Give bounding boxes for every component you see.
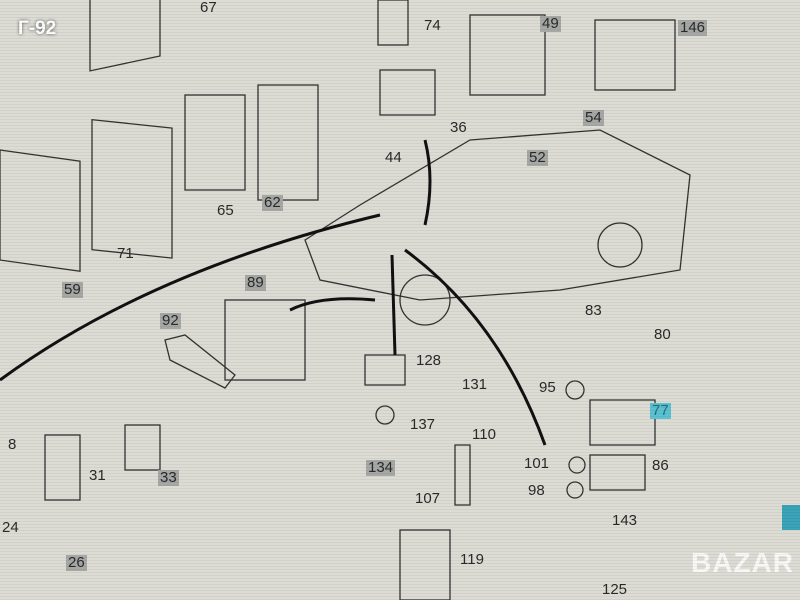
teal-marker: [782, 505, 800, 530]
callout-33[interactable]: 33: [158, 469, 179, 486]
watermark: BAZAR: [691, 547, 794, 578]
callout-128[interactable]: 128: [416, 352, 442, 369]
callout-137[interactable]: 137: [410, 416, 436, 433]
callout-77[interactable]: 77: [650, 402, 671, 419]
callout-52[interactable]: 52: [527, 149, 548, 166]
callout-98[interactable]: 98: [528, 482, 545, 499]
leader-lines: [0, 139, 547, 446]
callout-44[interactable]: 44: [385, 149, 402, 166]
callout-59[interactable]: 59: [62, 281, 83, 298]
callout-83[interactable]: 83: [585, 302, 602, 319]
callout-107[interactable]: 107: [415, 490, 441, 507]
callout-89[interactable]: 89: [245, 274, 266, 291]
overlay-tag: Г-92: [18, 18, 57, 39]
callout-74[interactable]: 74: [424, 17, 441, 34]
callout-54[interactable]: 54: [583, 109, 604, 126]
callout-65[interactable]: 65: [217, 202, 234, 219]
callout-119[interactable]: 119: [460, 551, 484, 568]
callout-86[interactable]: 86: [652, 457, 669, 474]
callout-26[interactable]: 26: [66, 554, 87, 571]
callout-131[interactable]: 131: [462, 376, 488, 393]
callout-80[interactable]: 80: [654, 326, 671, 343]
callout-62[interactable]: 62: [262, 194, 283, 211]
part-drawings: [0, 0, 691, 600]
callout-110[interactable]: 110: [472, 426, 496, 443]
callout-134[interactable]: 134: [366, 459, 396, 476]
callout-125[interactable]: 125: [602, 581, 628, 598]
callout-31[interactable]: 31: [89, 467, 106, 484]
callout-36[interactable]: 36: [450, 119, 467, 136]
callout-24[interactable]: 24: [2, 519, 19, 536]
callout-92[interactable]: 92: [160, 312, 181, 329]
callout-143[interactable]: 143: [612, 512, 638, 529]
callout-71[interactable]: 71: [117, 245, 134, 262]
callout-146[interactable]: 146: [678, 19, 708, 36]
callout-101[interactable]: 101: [524, 455, 550, 472]
callout-67[interactable]: 67: [200, 0, 217, 16]
callout-95[interactable]: 95: [539, 379, 556, 396]
callout-8[interactable]: 8: [8, 436, 17, 453]
callout-49[interactable]: 49: [540, 15, 561, 32]
